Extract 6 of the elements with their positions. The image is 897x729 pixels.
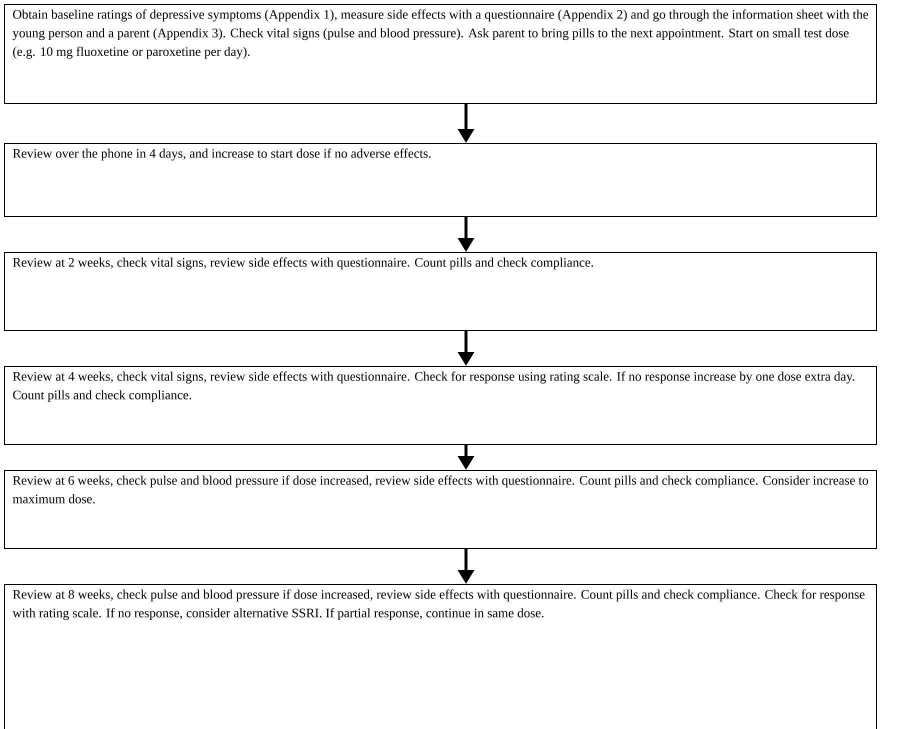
step-box: Review at 2 weeks, check vital signs, review side effects with questionnaire. Count pills and check compliance. (4, 252, 877, 331)
step-box: Review at 6 weeks, check pulse and blood pressure if dose increased, review side effects with questionnaire. Count pills and check compliance. Consider increase to maximum dose. (4, 470, 877, 549)
step-box: Review over the phone in 4 days, and increase to start dose if no adverse effects. (4, 143, 877, 217)
step-box: Review at 4 weeks, check vital signs, review side effects with questionnaire. Check for response using rating scale. If no response increase by one dose extra day. Count pills and check compliance. (4, 366, 877, 445)
step-box: Obtain baseline ratings of depressive symptoms (Appendix 1), measure side effects with a questionnaire (Appendix 2) and go through the information sheet with the young person and a parent (Appendix 3). Check vital signs (pulse and blood pressure). Ask parent to bring pills to the next appointment. Start on small test dose (e.g. 10 mg fluoxetine or paroxetine per day). (4, 4, 877, 104)
step-box: Review at 8 weeks, check pulse and blood pressure if dose increased, review side effects with questionnaire. Count pills and check compliance. Check for response with rating scale. If no response, consider alternative SSRI. If partial response, continue in same dose. (4, 584, 877, 729)
